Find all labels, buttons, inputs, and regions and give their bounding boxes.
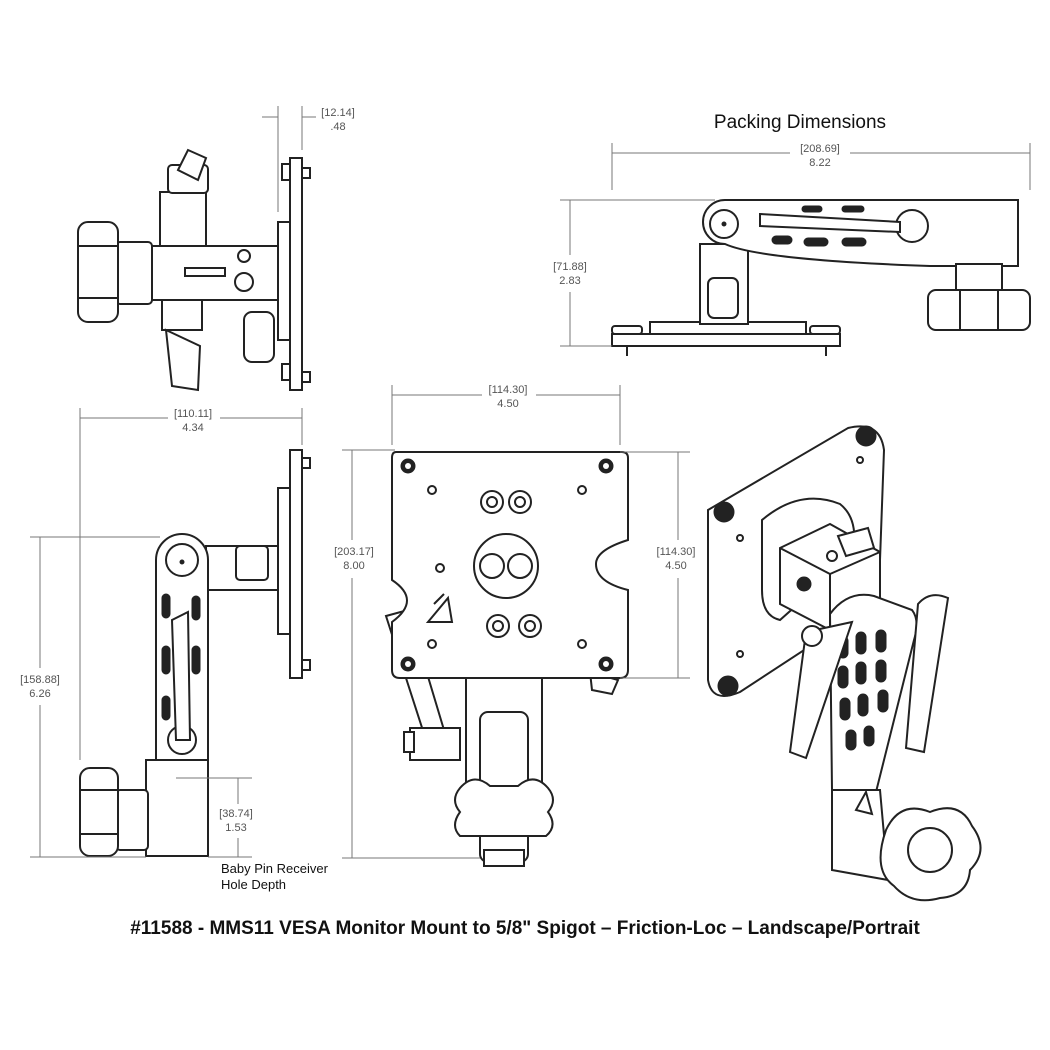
dim-plate-height-mm: [114.30]	[657, 546, 696, 558]
dim-side-height-mm: [158.88]	[20, 674, 60, 686]
dim-side-width-in: 4.34	[182, 422, 203, 434]
dim-top-thickness: [12.14] .48	[262, 106, 355, 212]
dim-side-width-mm: [110.11]	[174, 408, 212, 420]
dim-plate-height-in: 4.50	[665, 560, 686, 572]
dim-pack-width-in: 8.22	[809, 157, 830, 169]
dim-pin-depth-mm: [38.74]	[219, 808, 253, 820]
dim-side-height: [158.88] 6.26	[20, 536, 160, 858]
isometric-view	[707, 425, 982, 902]
dim-overall-height-in: 8.00	[343, 560, 364, 572]
product-caption: #11588 - MMS11 VESA Monitor Mount to 5/8…	[130, 918, 920, 939]
dim-pack-height: [71.88] 2.83	[553, 199, 715, 347]
dim-top-thickness-in: .48	[330, 121, 345, 133]
front-view	[384, 451, 629, 867]
dim-overall-height: [203.17] 8.00	[334, 449, 480, 859]
dim-pin-depth: [38.74] 1.53 Baby Pin Receiver Hole Dept…	[176, 777, 329, 892]
dim-side-height-in: 6.26	[29, 688, 50, 700]
side-view	[79, 449, 311, 857]
dim-plate-width-mm: [114.30]	[489, 384, 528, 396]
packing-dimensions-title: Packing Dimensions	[714, 112, 886, 133]
dim-plate-height: [114.30] 4.50	[620, 451, 696, 679]
top-view	[77, 148, 311, 392]
dim-plate-width-in: 4.50	[497, 398, 518, 410]
dim-pack-height-mm: [71.88]	[553, 261, 587, 273]
dim-plate-width: [114.30] 4.50	[391, 384, 621, 445]
dim-side-width: [110.11] 4.34	[79, 408, 303, 760]
dim-pack-height-in: 2.83	[559, 275, 580, 287]
dim-pack-width-mm: [208.69]	[800, 143, 840, 155]
dim-pin-depth-in: 1.53	[225, 822, 246, 834]
dim-overall-height-mm: [203.17]	[334, 546, 374, 558]
packing-view	[611, 199, 1031, 356]
pin-receiver-label-line1: Baby Pin Receiver	[221, 861, 329, 876]
pin-receiver-label-line2: Hole Depth	[221, 877, 286, 892]
dim-top-thickness-mm: [12.14]	[321, 107, 355, 119]
dim-pack-width: [208.69] 8.22	[611, 143, 1031, 190]
